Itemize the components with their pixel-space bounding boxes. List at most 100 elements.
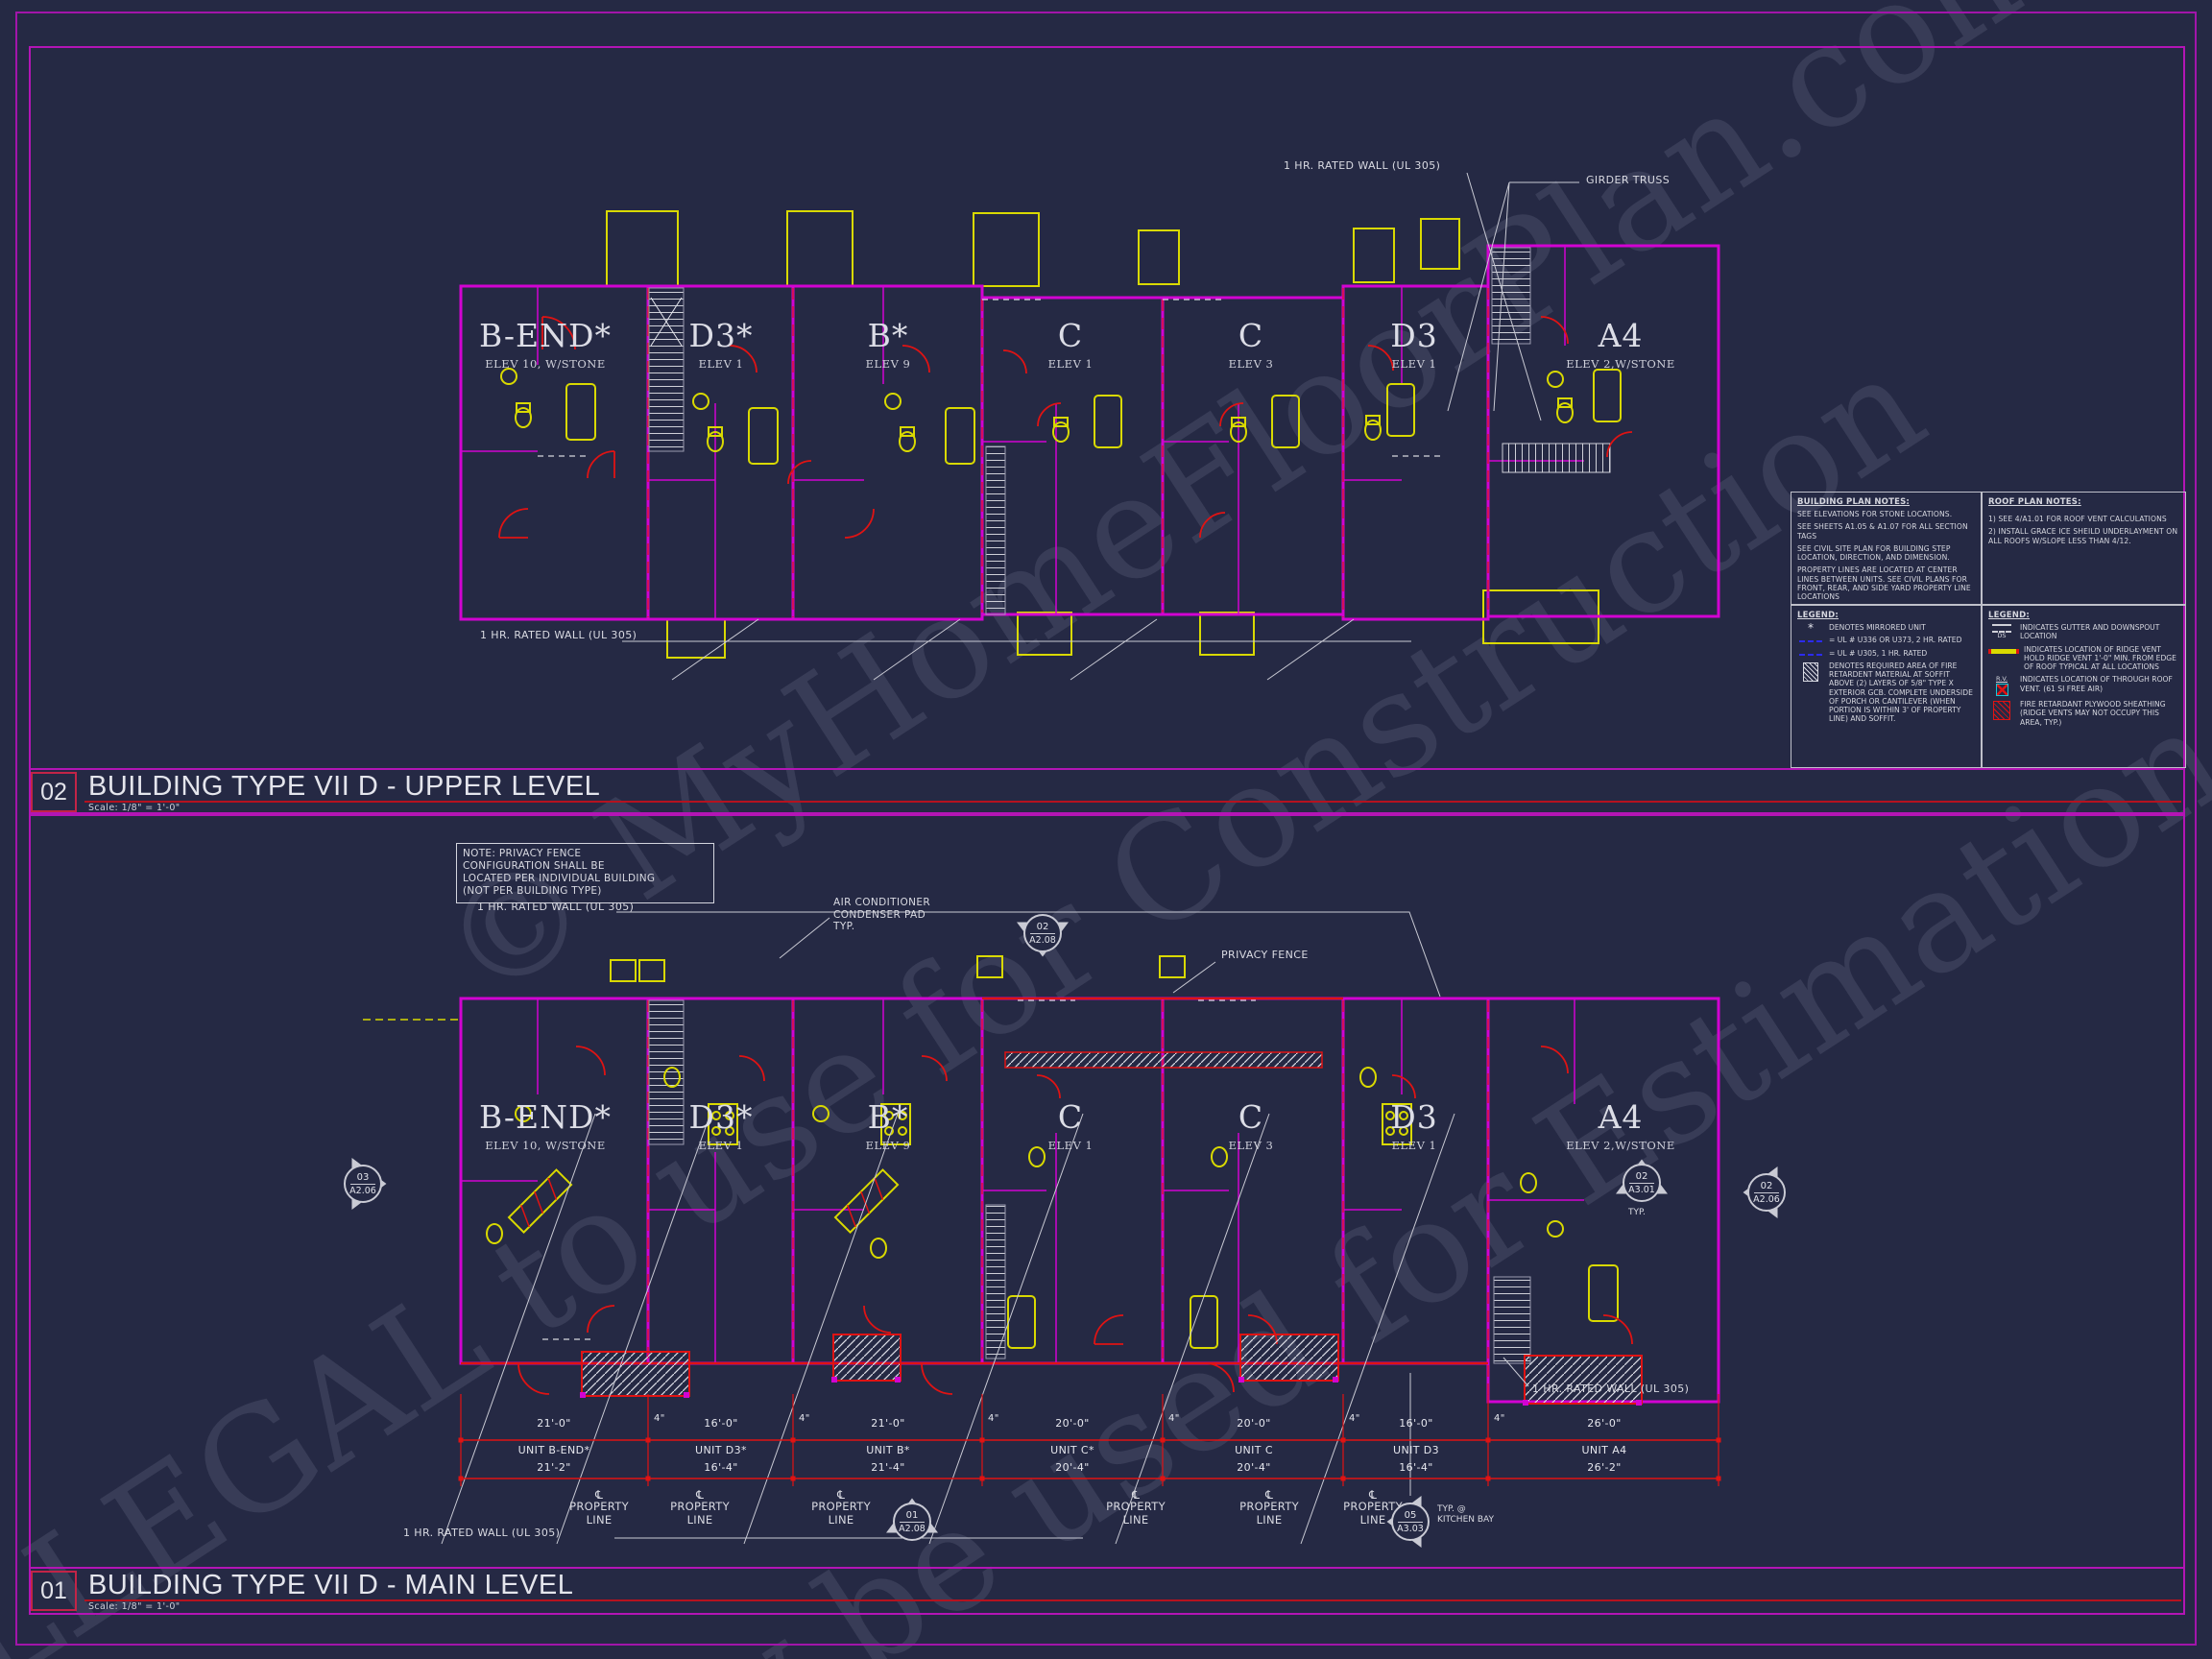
notes-title: ROOF PLAN NOTES:: [1988, 497, 2081, 507]
notes-panel: BUILDING PLAN NOTES: SEE ELEVATIONS FOR …: [1791, 492, 2186, 768]
dim-text: 21'-0": [871, 1417, 905, 1430]
dim-unit: UNIT D3*: [695, 1444, 747, 1456]
dim-text: 21'-2": [537, 1461, 571, 1474]
unit-elev-label: ELEV 3: [1228, 1139, 1274, 1152]
unit-label: B-END*: [479, 1098, 612, 1136]
unit-elev-label: ELEV 1: [1047, 1139, 1094, 1152]
unit-elev-label: ELEV 3: [1228, 357, 1274, 371]
unit-label: D3*: [688, 1098, 754, 1136]
dim-gap: 4": [1168, 1413, 1180, 1424]
unit-label: C: [1238, 317, 1264, 354]
viewport-scale: Scale: 1/8" = 1'-0": [88, 1601, 180, 1612]
property-line-label: ℄PROPERTY LINE: [667, 1489, 733, 1527]
unit-elev-label: ELEV 1: [698, 1139, 744, 1152]
unit-elev-label: ELEV 9: [865, 1139, 911, 1152]
privacy-fence-annotation: PRIVACY FENCE: [1221, 949, 1309, 961]
rated-wall-annotation: 1 HR. RATED WALL (UL 305): [1284, 159, 1441, 172]
building-plan-notes: BUILDING PLAN NOTES: SEE ELEVATIONS FOR …: [1791, 492, 1982, 605]
unit-elev-label: ELEV 1: [1391, 1139, 1437, 1152]
legend-title: LEGEND:: [1797, 611, 1839, 620]
property-line-label: ℄PROPERTY LINE: [566, 1488, 632, 1527]
viewport-number: 02: [31, 772, 77, 812]
girder-truss-annotation: GIRDER TRUSS: [1586, 174, 1671, 186]
dim-gap: 4": [988, 1413, 999, 1424]
unit-elev-label: ELEV 9: [865, 357, 911, 371]
viewport-number: 01: [31, 1571, 77, 1611]
1hr-rated-wall-icon: [1797, 649, 1824, 658]
rated-wall-annotation: 1 HR. RATED WALL (UL 305): [480, 629, 637, 641]
unit-label: B*: [867, 1098, 909, 1136]
unit-elev-label: ELEV 1: [698, 357, 744, 371]
privacy-fence-note: NOTE: PRIVACY FENCE CONFIGURATION SHALL …: [456, 843, 714, 903]
dim-text: 16'-4": [1399, 1461, 1433, 1474]
dim-unit: UNIT C: [1235, 1444, 1273, 1456]
titlebar-upper: 02 BUILDING TYPE VII D - UPPER LEVEL Sca…: [29, 768, 2185, 814]
rated-wall-annotation: 1 HR. RATED WALL (UL 305): [477, 901, 635, 913]
viewport-scale: Scale: 1/8" = 1'-0": [88, 803, 180, 813]
viewport-main-border: [29, 812, 2185, 1615]
unit-label: D3: [1390, 317, 1438, 354]
dim-text: 21'-0": [537, 1417, 571, 1430]
property-line-label: ℄PROPERTY LINE: [1237, 1488, 1302, 1527]
fire-retardant-sheathing-icon: [1988, 700, 2015, 727]
unit-elev-label: ELEV 2,W/STONE: [1566, 357, 1675, 371]
unit-label: B*: [867, 317, 909, 354]
dim-text: 20'-4": [1237, 1461, 1271, 1474]
gutter-downspout-icon: DS: [1988, 623, 2015, 641]
unit-elev-label: ELEV 1: [1047, 357, 1094, 371]
notes-title: BUILDING PLAN NOTES:: [1797, 497, 1910, 507]
unit-label: D3: [1390, 1098, 1438, 1136]
dim-unit: UNIT B-END*: [517, 1444, 590, 1456]
dim-gap: 4": [1349, 1413, 1360, 1424]
dim-text: 20'-0": [1055, 1417, 1090, 1430]
dim-unit: UNIT D3: [1392, 1444, 1440, 1456]
unit-label: C: [1238, 1098, 1264, 1136]
dim-gap: 4": [654, 1413, 665, 1424]
legend-left: LEGEND: *DENOTES MIRRORED UNIT = UL # U3…: [1791, 605, 1982, 768]
2hr-rated-wall-icon: [1797, 636, 1824, 644]
title-underline: [84, 1599, 2181, 1601]
title-underline: [84, 801, 2181, 803]
rated-wall-annotation: 1 HR. RATED WALL (UL 305): [403, 1527, 561, 1539]
dim-text: 26'-0": [1587, 1417, 1622, 1430]
titlebar-main: 01 BUILDING TYPE VII D - MAIN LEVEL Scal…: [29, 1567, 2185, 1613]
centerline-icon: ℄: [595, 1488, 603, 1502]
unit-label: A4: [1598, 1098, 1644, 1136]
ac-pad-annotation: AIR CONDITIONER CONDENSER PAD TYP.: [833, 897, 931, 933]
centerline-icon: ℄: [1265, 1488, 1273, 1502]
centerline-icon: ℄: [1132, 1488, 1140, 1502]
dim-unit: UNIT A4: [1581, 1444, 1627, 1456]
centerline-icon: ℄: [837, 1488, 845, 1502]
unit-elev-label: ELEV 10, W/STONE: [485, 1139, 606, 1152]
rated-wall-annotation: 1 HR. RATED WALL (UL 305): [1532, 1382, 1690, 1395]
dim-unit: UNIT C*: [1050, 1444, 1094, 1456]
unit-label: A4: [1598, 317, 1644, 354]
unit-label: B-END*: [479, 317, 612, 354]
unit-elev-label: ELEV 10, W/STONE: [485, 357, 606, 371]
unit-label: D3*: [688, 317, 754, 354]
unit-label: C: [1057, 317, 1084, 354]
dim-gap: 4": [1494, 1413, 1505, 1424]
dim-text: 16'-0": [704, 1417, 738, 1430]
legend-title: LEGEND:: [1988, 611, 2030, 620]
fire-retardant-soffit-icon: [1797, 661, 1824, 724]
viewport-title: BUILDING TYPE VII D - MAIN LEVEL: [88, 1570, 574, 1600]
dim-text: 20'-0": [1237, 1417, 1271, 1430]
dim-text: 16'-4": [704, 1461, 738, 1474]
unit-label: C: [1057, 1098, 1084, 1136]
unit-elev-label: ELEV 1: [1391, 357, 1437, 371]
roof-vent-icon: R.V.: [1988, 675, 2015, 697]
mirrored-unit-icon: *: [1808, 621, 1814, 635]
unit-elev-label: ELEV 2,W/STONE: [1566, 1139, 1675, 1152]
dim-text: 16'-0": [1399, 1417, 1433, 1430]
dim-text: 20'-4": [1055, 1461, 1090, 1474]
dim-unit: UNIT B*: [866, 1444, 910, 1456]
